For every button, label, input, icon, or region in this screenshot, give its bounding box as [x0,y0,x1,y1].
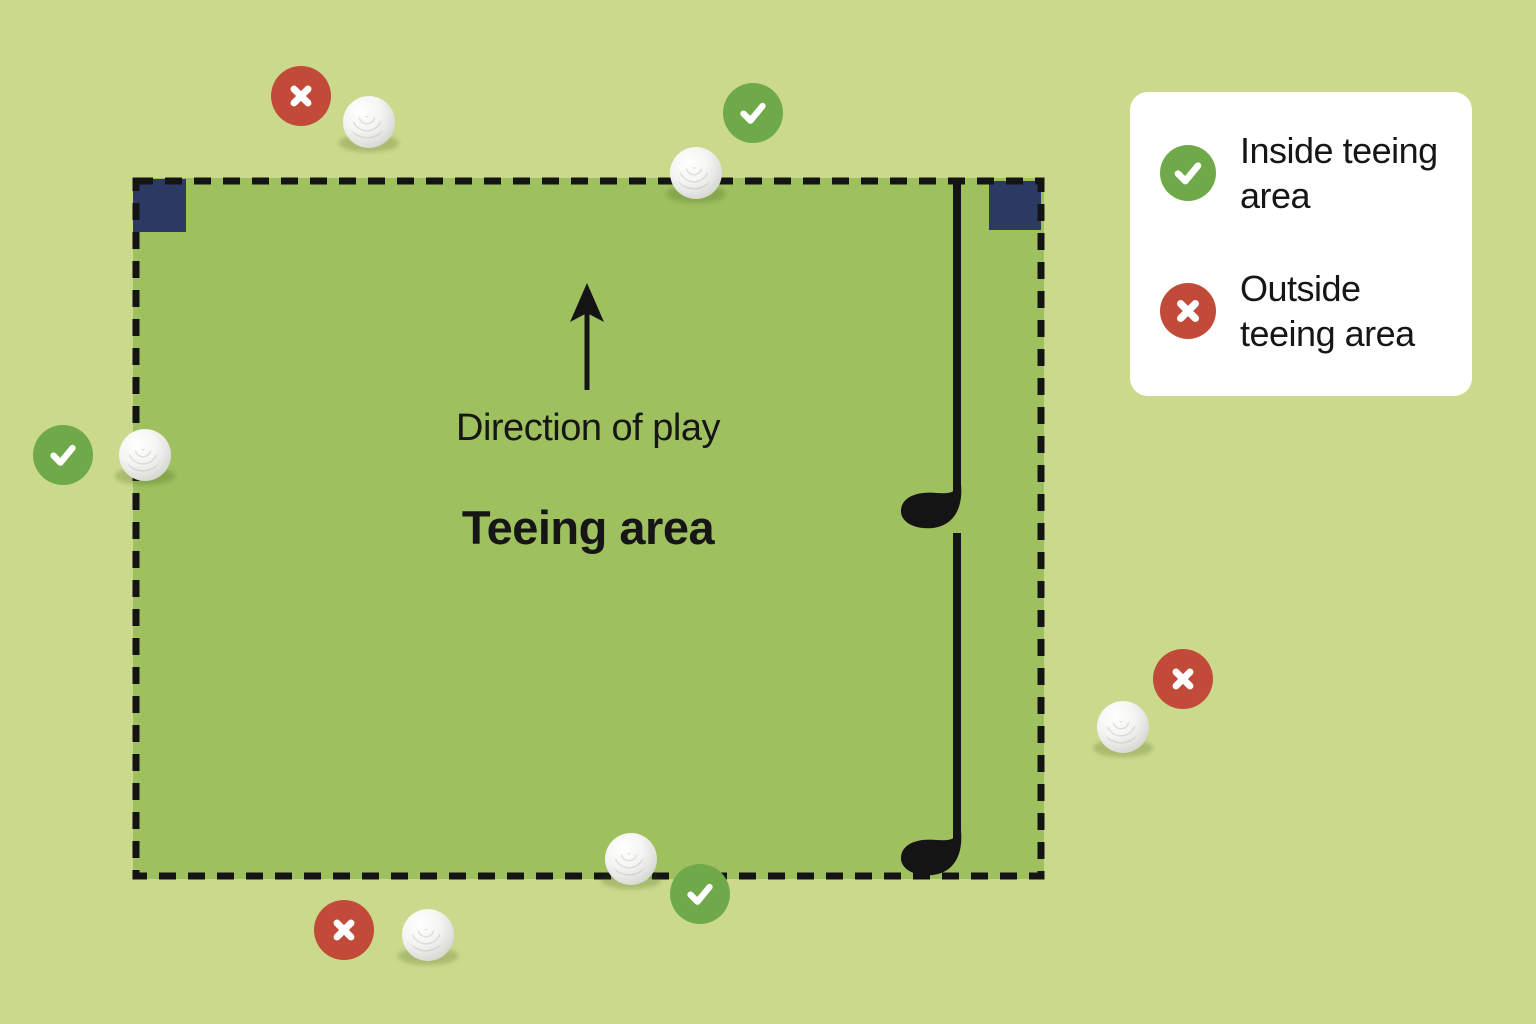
ball-dimples [612,852,646,877]
x-icon [1172,668,1194,690]
golf-ball [1097,701,1149,753]
golf-ball [670,147,722,199]
teeing-area-label: Teeing area [461,500,715,554]
ball-dimples [409,928,443,953]
legend-label-inside: Inside teeing area [1240,130,1438,216]
golf-ball [343,96,395,148]
ball-dimples [677,166,711,191]
golf-ball [119,429,171,481]
legend-card: Inside teeing area Outside teeing area [1130,92,1472,396]
outside-badge [314,900,374,960]
legend-item-outside: Outside teeing area [1160,266,1442,356]
check-icon [50,444,76,466]
golf-ball [605,833,657,885]
x-icon [333,919,355,941]
golf-ball [402,909,454,961]
ball-dimples [1104,720,1138,745]
tee-marker-right [989,181,1041,230]
ball-dimples [350,115,384,140]
check-icon [687,883,713,905]
check-icon [740,102,766,124]
inside-badge [723,83,783,143]
outside-badge [271,66,331,126]
legend-label-outside: Outside teeing area [1240,268,1415,354]
legend-item-inside: Inside teeing area [1160,128,1442,218]
tee-marker-left [133,179,186,232]
outside-badge [1153,649,1213,709]
inside-badge [33,425,93,485]
direction-of-play-label: Direction of play [456,407,720,449]
x-icon [290,85,312,107]
inside-badge [670,864,730,924]
teeing-area-labels: Direction of play Teeing area [363,407,813,554]
check-circle-icon [1160,145,1216,201]
ball-dimples [126,448,160,473]
x-circle-icon [1160,283,1216,339]
